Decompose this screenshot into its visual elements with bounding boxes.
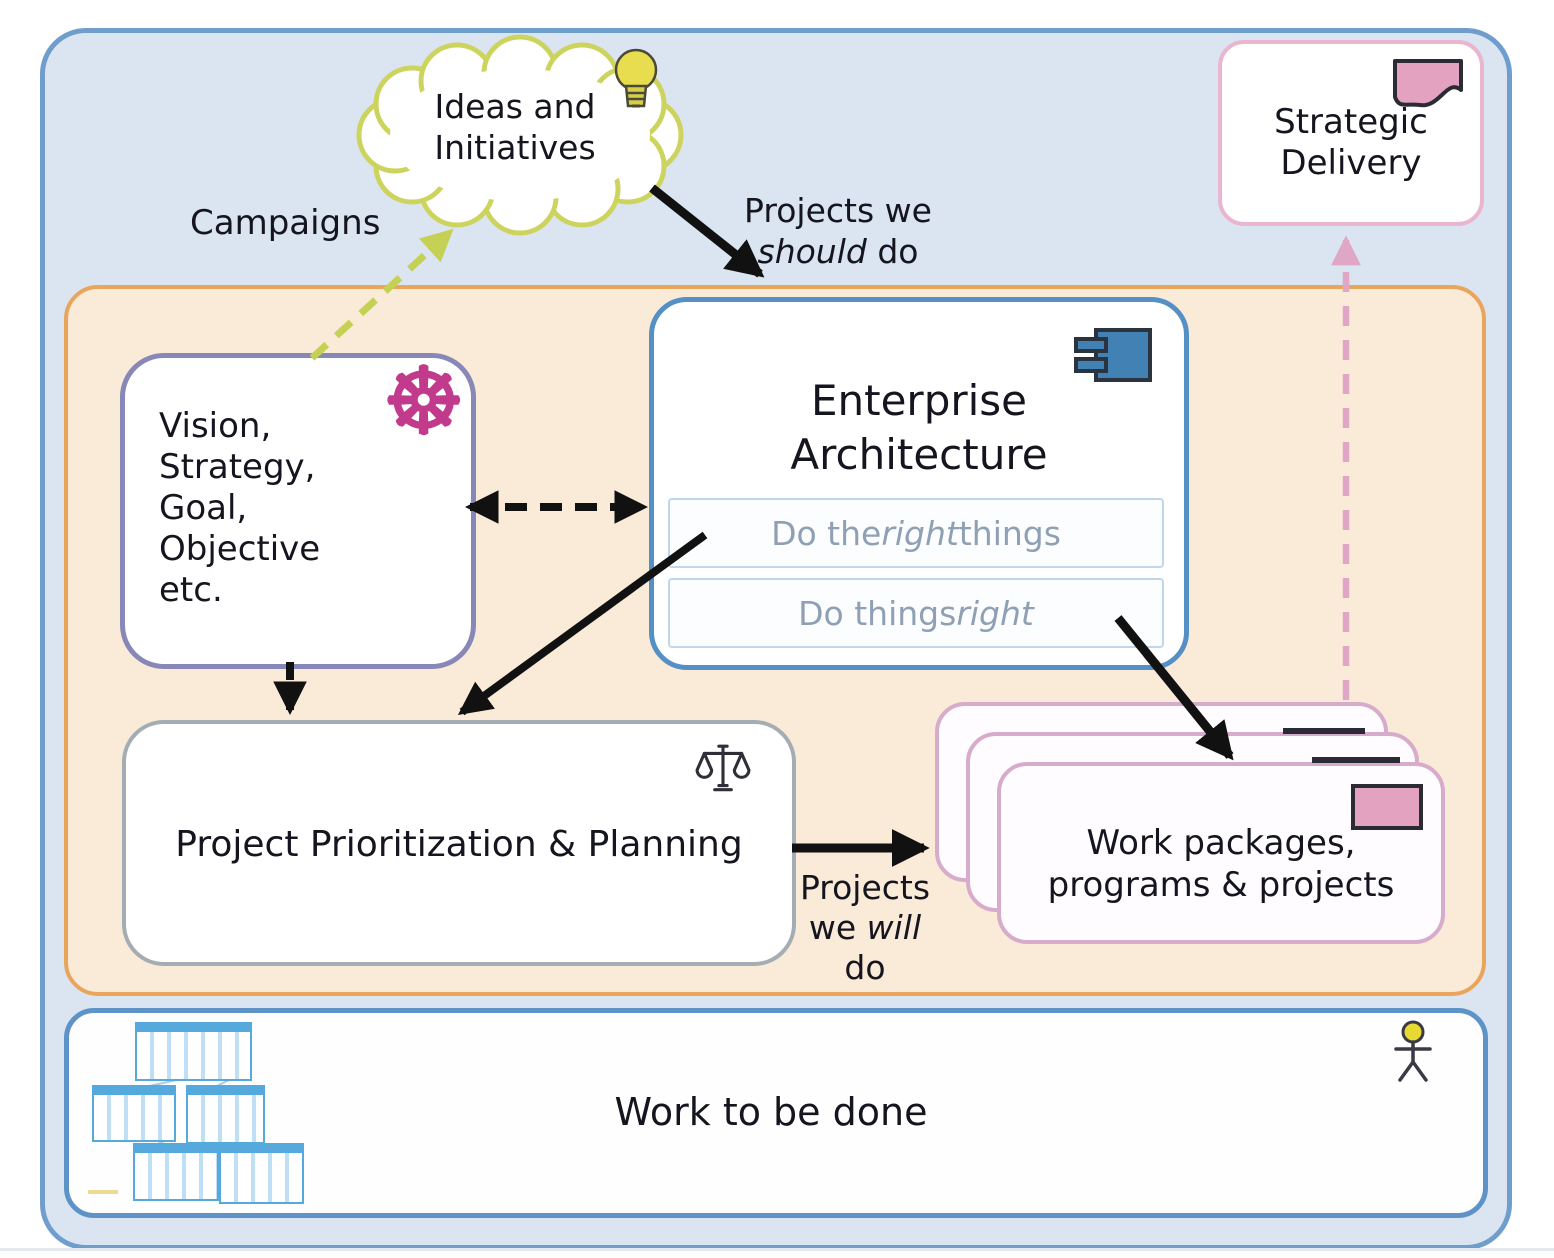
cloud-label-line2: Initiatives (434, 128, 596, 167)
work-package-card-front: Work packages, programs & projects (997, 762, 1445, 944)
vision-strategy-label: Vision, Strategy, Goal, Objective etc. (159, 406, 320, 611)
projects-we-will-do-label: Projects we will do (790, 868, 940, 988)
vision-line-2: Strategy, (159, 447, 316, 487)
projects-will-italic: will (866, 908, 922, 947)
cloud-label-line1: Ideas and (434, 87, 596, 126)
page-bottom-divider (0, 1248, 1554, 1251)
sub1-post: things (958, 513, 1061, 553)
strategic-line2: Delivery (1280, 143, 1422, 183)
projects-should-line1: Projects we (744, 191, 932, 230)
do-things-right-box: Do things right (668, 578, 1164, 648)
strategic-delivery-box: Strategic Delivery (1218, 40, 1484, 226)
projects-will-line1: Projects (799, 868, 931, 907)
sub1-pre: Do the (771, 513, 882, 553)
actor-icon (1394, 1020, 1432, 1082)
kanban-board (135, 1022, 252, 1081)
sub2-pre: Do things (798, 593, 957, 633)
sub2-italic: right (956, 593, 1034, 633)
work-to-be-done-label: Work to be done (614, 1090, 928, 1134)
vision-strategy-box: ☸ Vision, Strategy, Goal, Objective etc. (120, 348, 476, 669)
back-card-icon-edge (1283, 728, 1365, 734)
projects-will-line3: do (844, 948, 886, 987)
do-the-right-things-box: Do the right things (668, 498, 1164, 568)
enterprise-architecture-box: Enterprise Architecture Do the right thi… (649, 297, 1189, 670)
lightbulb-icon (614, 48, 658, 108)
deliverable-icon (1393, 59, 1463, 108)
uml-component-icon (1074, 328, 1152, 382)
kanban-board (133, 1143, 219, 1201)
helm-wheel-icon: ☸ (381, 348, 466, 455)
work-packages-line2: programs & projects (1047, 865, 1395, 905)
kanban-board (186, 1085, 265, 1144)
project-prioritization-label: Project Prioritization & Planning (175, 824, 743, 865)
kanban-note-mark (88, 1190, 118, 1194)
projects-will-line2: we (808, 908, 867, 947)
projects-should-italic: should (757, 232, 867, 271)
work-packages-label: Work packages, programs & projects (1001, 822, 1441, 906)
kanban-board (92, 1085, 176, 1142)
sub1-italic: right (881, 513, 959, 553)
ideas-and-initiatives-label: Ideas and Initiatives (408, 86, 622, 168)
strategic-delivery-label: Strategic Delivery (1222, 102, 1480, 184)
projects-we-should-do-label: Projects we should do (728, 190, 948, 272)
projects-should-rest: do (866, 232, 919, 271)
vision-line-5: etc. (159, 570, 223, 610)
strategic-line1: Strategic (1274, 102, 1428, 142)
ideas-cloud-shape (356, 34, 684, 236)
vision-line-1: Vision, (159, 406, 272, 446)
ea-title-line1: Enterprise (810, 376, 1028, 425)
vision-line-3: Goal, (159, 488, 248, 528)
work-packages-line1: Work packages, (1086, 823, 1356, 863)
vision-line-4: Objective (159, 529, 321, 569)
ea-title-line2: Architecture (790, 430, 1048, 479)
kanban-board (219, 1143, 304, 1204)
enterprise-architecture-title: Enterprise Architecture (654, 374, 1184, 482)
campaigns-label: Campaigns (190, 203, 381, 243)
project-prioritization-box: Project Prioritization & Planning (122, 720, 796, 966)
work-package-icon (1351, 784, 1423, 830)
middle-card-icon-edge (1312, 757, 1400, 763)
scales-icon (695, 744, 751, 792)
